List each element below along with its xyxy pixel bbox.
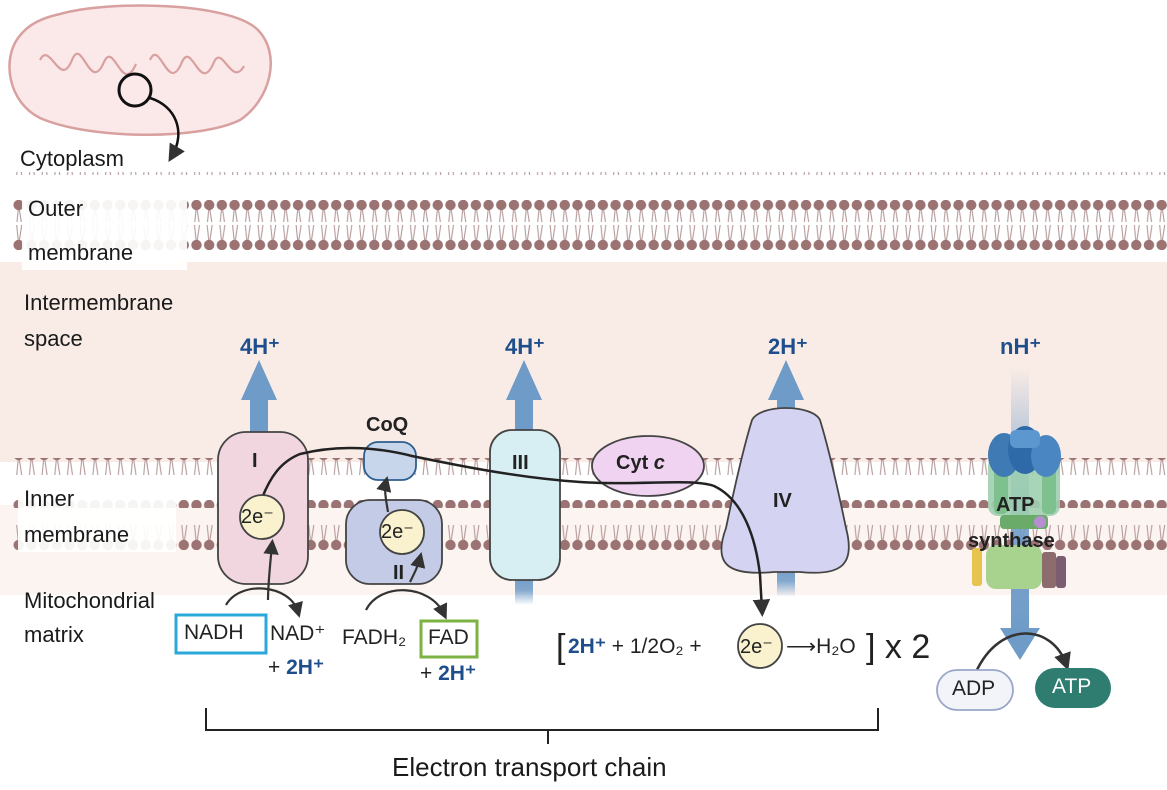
intermembrane-label-line1: Intermembrane xyxy=(24,290,174,315)
nadh-label: NADH xyxy=(184,621,244,644)
nad-label: NAD⁺ xyxy=(270,622,326,645)
equation-electron-label: 2e⁻ xyxy=(740,636,773,658)
fadh2-label: FADH₂ xyxy=(342,626,407,649)
electron-c2-icon xyxy=(379,509,425,555)
electron-c1-label: 2e⁻ xyxy=(241,506,274,528)
intermembrane-space-bg xyxy=(0,262,1167,462)
atp-pill xyxy=(1035,668,1111,708)
intermembrane-label-line2: space xyxy=(24,326,83,351)
atp-synthase-label-line2: synthase xyxy=(968,530,1055,552)
inner-membrane-label-line1: Inner xyxy=(24,486,75,511)
etc-label: Electron transport chain xyxy=(392,752,667,782)
atp-label: ATP xyxy=(1052,675,1092,698)
equation-open-bracket: [ xyxy=(556,628,566,666)
electron-path xyxy=(260,446,771,617)
outer-membrane-label-line2: membrane xyxy=(28,240,134,265)
electron-c2-label: 2e⁻ xyxy=(381,521,414,543)
outer-membrane-lower-leaflet xyxy=(12,214,1167,264)
complex-ii-label: II xyxy=(393,562,405,584)
outer-membrane-upper-leaflet xyxy=(12,172,1167,222)
adp-label: ADP xyxy=(952,677,996,700)
cytoplasm-label: Cytoplasm xyxy=(20,146,124,171)
fad-plus-2h: + 2H⁺ xyxy=(420,662,477,685)
fad-box xyxy=(419,619,479,659)
cyt-c-label: Cyt c xyxy=(616,452,665,474)
coq xyxy=(363,441,417,481)
etc-bracket xyxy=(205,708,879,744)
complex-i-label: I xyxy=(252,450,258,472)
equation-product: ⟶H₂O xyxy=(786,635,856,658)
fad-label: FAD xyxy=(428,626,469,649)
matrix-label-line2: matrix xyxy=(24,622,84,647)
complex-iv xyxy=(720,407,850,574)
outer-membrane-label-line1: Outer xyxy=(28,196,84,221)
nad-plus-2h: + 2H⁺ xyxy=(268,656,325,679)
atp-synthase-label-line1: ATP xyxy=(996,494,1035,516)
proton-label-atp-synthase: nH⁺ xyxy=(1000,334,1041,359)
cyt-c xyxy=(591,435,705,497)
proton-label-c4: 2H⁺ xyxy=(768,334,808,359)
proton-label-c1: 4H⁺ xyxy=(240,334,280,359)
proton-arrow-c1 xyxy=(241,360,277,440)
electron-eq-icon xyxy=(737,623,783,669)
atp-synthase-icon xyxy=(972,426,1066,589)
equation-close: ] x 2 xyxy=(866,628,931,666)
equation-left: 2H⁺ + 1/2O₂ + xyxy=(568,635,702,658)
electron-c1-icon xyxy=(239,494,285,540)
coq-label: CoQ xyxy=(366,414,409,436)
complex-iii-label: III xyxy=(512,452,529,474)
proton-label-c3: 4H⁺ xyxy=(505,334,545,359)
inner-membrane-lower-leaflet xyxy=(12,500,1167,550)
adp-pill xyxy=(936,669,1014,711)
complex-iii xyxy=(489,429,561,581)
inner-membrane-label-line2: membrane xyxy=(24,522,130,547)
nadh-box xyxy=(174,613,268,655)
complex-iv-label: IV xyxy=(773,490,792,512)
matrix-label-line1: Mitochondrial xyxy=(24,588,155,613)
mitochondrion-icon xyxy=(8,4,273,163)
